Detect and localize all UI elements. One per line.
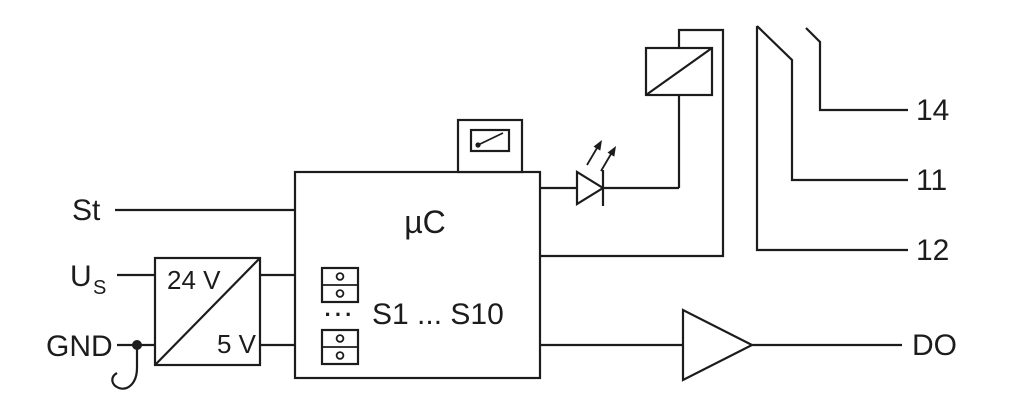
gnd-hook-icon bbox=[111, 345, 139, 390]
label-5v: 5 V bbox=[217, 329, 257, 359]
label-us: U bbox=[70, 260, 92, 293]
led-emission-arrowhead bbox=[607, 146, 616, 157]
dip-ellipsis: ··· bbox=[325, 302, 356, 327]
label-st: St bbox=[72, 194, 101, 227]
label-terminal-12: 12 bbox=[916, 234, 949, 267]
relay-coil-diagonal bbox=[645, 47, 713, 96]
amplifier-icon bbox=[681, 308, 755, 382]
dip-switch-icon-bottom bbox=[320, 328, 360, 366]
led-icon bbox=[575, 140, 616, 206]
contact-blade-wire-11 bbox=[756, 25, 908, 182]
label-terminal-14: 14 bbox=[916, 94, 949, 127]
relay-coil-icon bbox=[644, 46, 714, 97]
led-emission-arrowhead bbox=[593, 140, 602, 151]
label-terminal-11: 11 bbox=[916, 164, 947, 197]
label-gnd: GND bbox=[46, 330, 113, 363]
dip-switch-icon-top bbox=[320, 266, 360, 304]
config-switch-icon bbox=[456, 118, 524, 174]
label-24v: 24 V bbox=[167, 265, 221, 295]
dip-dot bbox=[335, 334, 345, 343]
config-switch-inner-box bbox=[469, 128, 511, 153]
dip-dot bbox=[335, 289, 345, 298]
config-switch-blade bbox=[477, 132, 504, 146]
wire-coil-return bbox=[540, 28, 725, 258]
wire-terminal-12 bbox=[755, 26, 908, 252]
led-triangle bbox=[575, 170, 606, 206]
label-switch-range: S1 ... S10 bbox=[372, 298, 504, 331]
label-us-subscript: S bbox=[93, 277, 106, 299]
label-mcu: µC bbox=[404, 204, 446, 240]
dip-dot bbox=[335, 272, 345, 281]
power-converter-block: 24 V 5 V bbox=[153, 256, 262, 367]
label-do: DO bbox=[912, 329, 957, 362]
relay-contact-icon bbox=[755, 25, 908, 252]
converter-diagonal bbox=[154, 257, 261, 366]
dip-dot bbox=[335, 351, 345, 360]
wire-terminal-14 bbox=[805, 27, 908, 112]
led-emission-arrow bbox=[586, 147, 598, 166]
led-emission-arrow bbox=[600, 153, 612, 172]
